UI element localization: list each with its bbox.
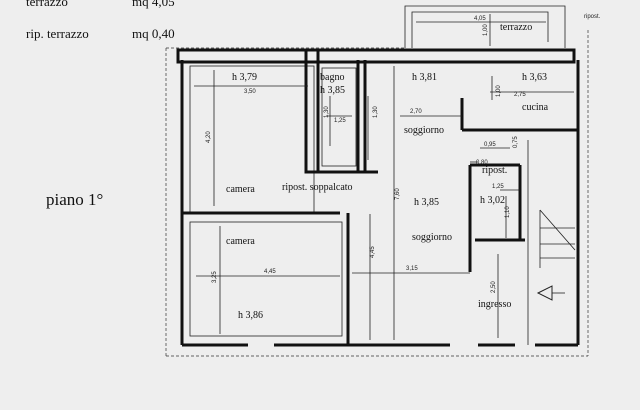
bagno-height: h 3,85 xyxy=(320,85,345,96)
soggiorno-bottom-height: h 3,85 xyxy=(414,197,439,208)
dimension-lines xyxy=(194,14,574,340)
camera-bottom-depth: 3,25 xyxy=(212,271,218,283)
corridor-depth: 1,30 xyxy=(373,106,379,118)
camera-bottom-width: 4,45 xyxy=(264,269,276,275)
ripost-name: ripost. xyxy=(482,165,507,176)
camera-top-depth: 4,20 xyxy=(206,131,212,143)
cucina-name: cucina xyxy=(522,102,549,113)
ripost-dim-d: 1,25 xyxy=(492,184,504,190)
soggiorno-depth: 7,60 xyxy=(395,188,401,200)
camera-top-width: 3,50 xyxy=(244,89,256,95)
terrazzo-width: 4,05 xyxy=(474,16,486,22)
legend-rip-terrazzo-value: mq 0,40 xyxy=(132,26,175,41)
walls xyxy=(176,48,580,347)
bagno-width: 1,25 xyxy=(334,118,346,124)
camera-top-height: h 3,79 xyxy=(232,72,257,83)
ripost-height: h 3,02 xyxy=(480,195,505,206)
soggiorno-top-height: h 3,81 xyxy=(412,72,437,83)
left-depth: 4,45 xyxy=(370,246,376,258)
legend-terrazzo-label: terrazzo xyxy=(26,0,68,9)
terrazzo-depth: 1,00 xyxy=(483,24,489,36)
cucina-depth: 1,00 xyxy=(496,85,502,97)
legend-rip-terrazzo-label: rip. terrazzo xyxy=(26,26,89,41)
bagno-name: bagno xyxy=(320,72,344,83)
ingresso-depth: 2,50 xyxy=(491,281,497,293)
terrace-outline xyxy=(404,5,566,48)
soggiorno-top-name: soggiorno xyxy=(404,125,444,136)
ripost-dim-b: 0,95 xyxy=(484,142,496,148)
soggiorno-bottom-width: 3,15 xyxy=(406,266,418,272)
camera-bottom-name: camera xyxy=(226,236,255,247)
ripost-terrazzo: ripost. xyxy=(584,14,601,20)
terrazzo-name: terrazzo xyxy=(500,22,532,33)
cucina-width: 2,75 xyxy=(514,92,526,98)
bagno-depth: 1,30 xyxy=(324,106,330,118)
cucina-height: h 3,63 xyxy=(522,72,547,83)
legend-terrazzo-value: mq 4,05 xyxy=(132,0,175,9)
ripost-dim-e: 1,10 xyxy=(505,206,511,218)
soggiorno-bottom-name: soggiorno xyxy=(412,232,452,243)
ripost-dim-a: 0,80 xyxy=(476,160,488,166)
ripost-dim-c: 0,75 xyxy=(513,136,519,148)
camera-bottom-height: h 3,86 xyxy=(238,310,263,321)
ripost-soppalcato: ripost. soppalcato xyxy=(282,182,353,193)
outer-boundary xyxy=(165,30,589,357)
ingresso-name: ingresso xyxy=(478,299,511,310)
floor-label: piano 1° xyxy=(46,190,103,209)
camera-top-name: camera xyxy=(226,184,255,195)
soggiorno-top-width: 2,70 xyxy=(410,109,422,115)
